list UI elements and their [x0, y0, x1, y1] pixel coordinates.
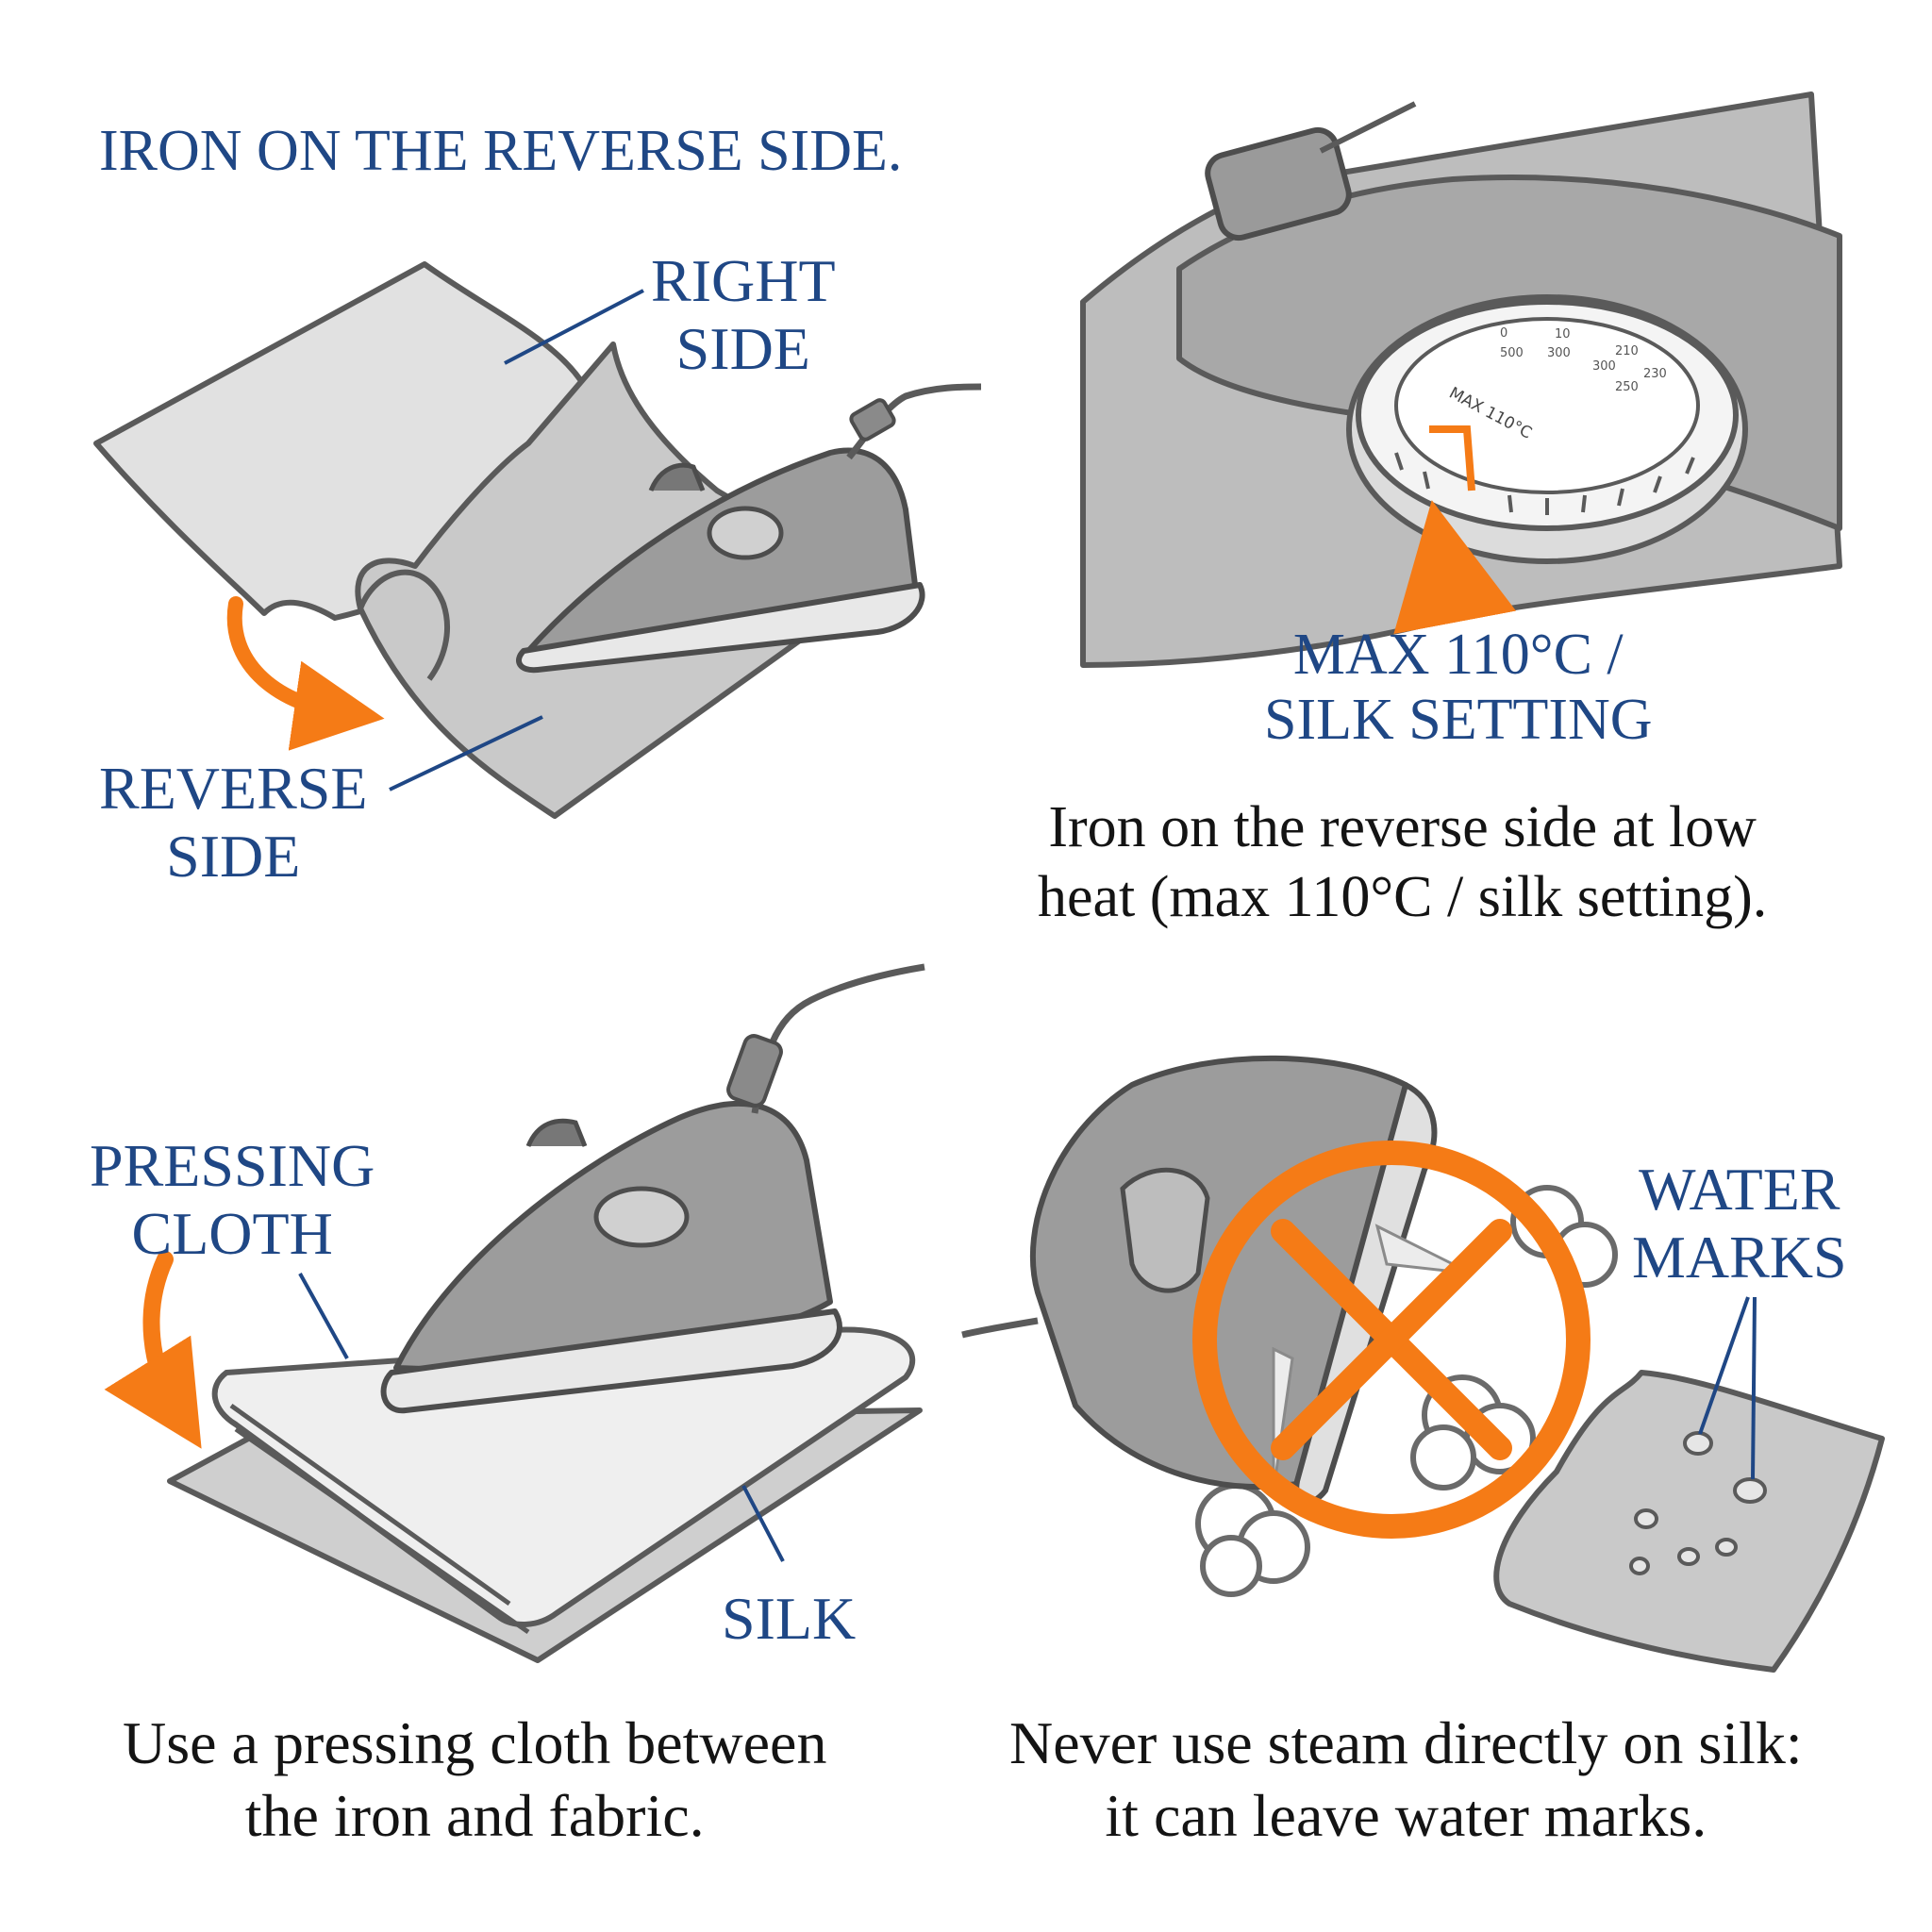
dial-scale-250: 250 — [1615, 380, 1639, 394]
caption-pressing-line2: the iron and fabric. — [244, 1781, 705, 1849]
leader-silk — [741, 1485, 785, 1562]
caption-temperature-line2: heat (max 110°C / silk setting). — [1038, 865, 1768, 930]
panel-pressing-cloth — [104, 963, 925, 1663]
fabric-fold-curl — [358, 569, 451, 681]
silk-with-water-marks — [1493, 1370, 1885, 1673]
label-water-marks-line2: MARKS — [1632, 1223, 1847, 1291]
label-silk: SILK — [722, 1585, 857, 1652]
label-reverse-side: REVERSE SIDE — [99, 755, 367, 890]
caption-temperature-line1: Iron on the reverse side at low — [1048, 795, 1757, 859]
water-drops — [1629, 1431, 1767, 1575]
label-pressing-cloth-line2: CLOTH — [131, 1199, 333, 1267]
label-reverse-side-line2: SIDE — [166, 822, 301, 890]
dial-scale-300a: 300 — [1547, 346, 1571, 360]
leader-reverse-side — [389, 715, 543, 791]
label-pressing-cloth: PRESSING CLOTH — [90, 1132, 375, 1267]
leader-pressing-cloth — [298, 1273, 349, 1359]
label-reverse-side-line1: REVERSE — [99, 755, 368, 822]
caption-pressing-line1: Use a pressing cloth between — [123, 1709, 827, 1776]
label-water-marks: WATER MARKS — [1632, 1156, 1847, 1291]
iron-3-steaming — [961, 1055, 1438, 1506]
dial-scale-0: 0 — [1500, 326, 1507, 341]
no-steam-symbol — [1192, 1141, 1591, 1539]
panel-reverse-side — [93, 261, 982, 819]
down-arrow — [104, 1251, 202, 1449]
dial-arrow — [1393, 500, 1517, 635]
panel-temperature: 0 10 210 230 500 300 300 250 MAX 110°C — [1080, 92, 1842, 668]
label-right-side-line2: SIDE — [675, 314, 810, 382]
iron-1 — [516, 383, 982, 674]
caption-no-steam: Never use steam directly on silk: it can… — [1009, 1707, 1803, 1853]
dial-pointer-mark — [1429, 425, 1475, 491]
flip-arrow — [226, 596, 385, 751]
dial-scale-230: 230 — [1643, 367, 1667, 381]
temperature-dial: 0 10 210 230 500 300 300 250 MAX 110°C — [1346, 294, 1748, 564]
label-right-side-line1: RIGHT — [651, 247, 836, 314]
dial-scale-10: 10 — [1555, 327, 1571, 341]
panel-no-steam — [961, 1055, 1885, 1673]
caption-no-steam-line1: Never use steam directly on silk: — [1009, 1709, 1803, 1776]
iron-2 — [380, 963, 925, 1414]
caption-no-steam-line2: it can leave water marks. — [1105, 1781, 1707, 1849]
leader-right-side — [504, 289, 644, 365]
dial-scale-210: 210 — [1615, 344, 1639, 358]
label-right-side: RIGHT SIDE — [651, 247, 836, 382]
label-water-marks-line1: WATER — [1639, 1156, 1840, 1223]
leader-water-marks-2 — [1751, 1296, 1757, 1480]
label-temperature-callout: MAX 110°C / SILK SETTING — [1264, 623, 1653, 754]
dial-scale-300b: 300 — [1592, 359, 1616, 374]
caption-pressing-cloth: Use a pressing cloth between the iron an… — [123, 1707, 826, 1853]
leader-water-marks-1 — [1698, 1296, 1750, 1435]
callout-line2: SILK SETTING — [1264, 688, 1653, 753]
panel1-heading: IRON ON THE REVERSE SIDE. — [99, 119, 903, 183]
label-pressing-cloth-line1: PRESSING — [90, 1132, 375, 1199]
caption-temperature: Iron on the reverse side at low heat (ma… — [1038, 792, 1767, 933]
dial-scale-500: 500 — [1500, 346, 1524, 360]
callout-line1: MAX 110°C / — [1292, 623, 1624, 687]
